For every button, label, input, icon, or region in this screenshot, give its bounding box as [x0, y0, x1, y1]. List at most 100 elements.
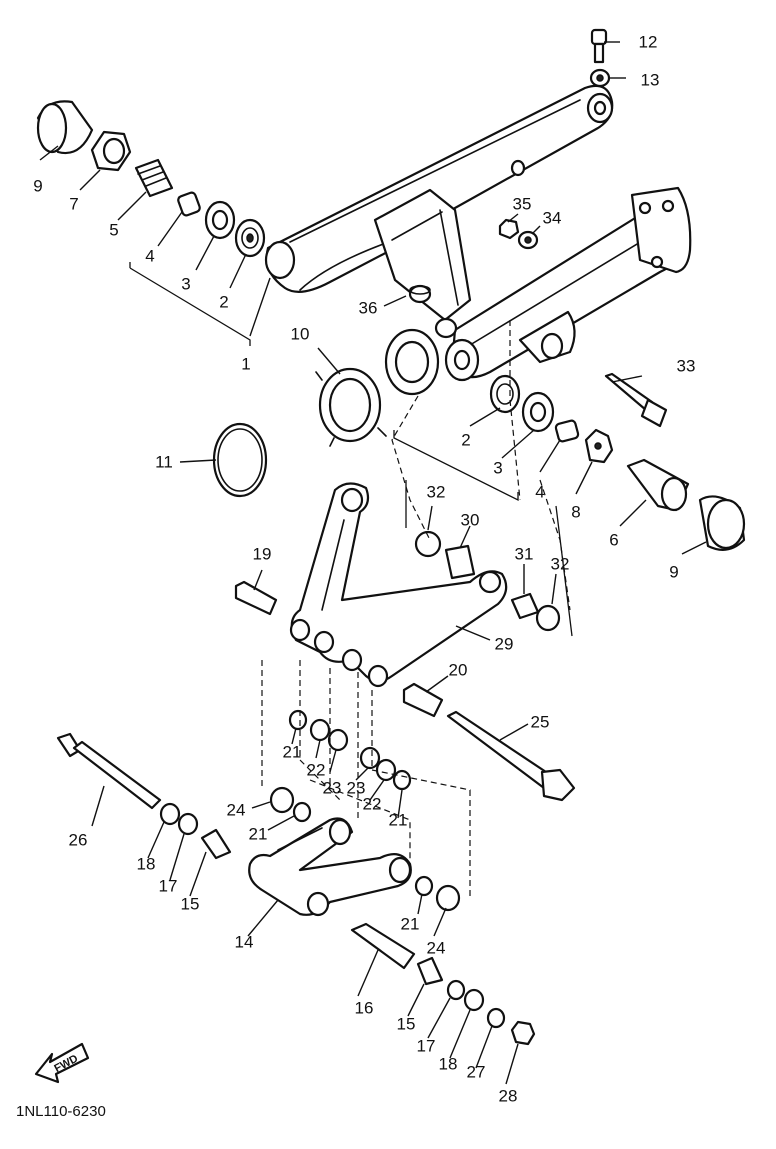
part-33-bolt [604, 372, 668, 428]
callout-22b: 22 [363, 795, 382, 814]
callout-21d: 21 [401, 915, 420, 934]
callout-15a: 15 [181, 895, 200, 914]
part-32-seal-a [414, 530, 442, 558]
fwd-label: FWD [52, 1053, 80, 1075]
callout-1: 1 [241, 355, 250, 374]
callout-4b: 4 [535, 483, 544, 502]
callout-2b: 2 [461, 431, 470, 450]
part-5-pivot-shaft [134, 158, 174, 198]
part-29-relay-arm [289, 482, 508, 688]
callout-27: 27 [467, 1063, 486, 1082]
part-19-collar [234, 580, 278, 616]
part-26-bolt [56, 732, 162, 810]
callout-5: 5 [109, 221, 118, 240]
part-30-collar [444, 544, 476, 580]
part-15-collar-b [416, 956, 444, 986]
part-10-seal-ring [384, 328, 440, 396]
part-21-collar-d [414, 875, 434, 897]
callout-3a: 3 [181, 275, 190, 294]
callout-23b: 23 [347, 779, 366, 798]
part-13-washer [589, 68, 611, 88]
part-11-ring [212, 422, 268, 498]
callout-9b: 9 [669, 563, 678, 582]
callout-14: 14 [235, 933, 254, 952]
callout-24a: 24 [227, 801, 246, 820]
callout-25: 25 [531, 713, 550, 732]
callout-3b: 3 [493, 459, 502, 478]
part-21-collar-c [292, 801, 312, 823]
part-4-collar-left [177, 191, 201, 217]
part-2-bearing-right [489, 374, 521, 414]
callout-19: 19 [253, 545, 272, 564]
callout-21b: 21 [389, 811, 408, 830]
callout-24b: 24 [427, 939, 446, 958]
callout-8: 8 [571, 503, 580, 522]
part-23-seal-a [327, 728, 349, 752]
callout-9a: 9 [33, 177, 42, 196]
callout-15b: 15 [397, 1015, 416, 1034]
part-24-bush-b [435, 884, 461, 912]
callout-labels: 1213975432135343610331123486932303132192… [33, 33, 695, 1106]
part-18-washer-a [159, 802, 181, 826]
callout-18b: 18 [439, 1055, 458, 1074]
callout-11: 11 [155, 453, 173, 472]
part-16-collar [350, 922, 416, 970]
callout-23a: 23 [323, 779, 342, 798]
part-7-nut [90, 130, 132, 172]
callout-2a: 2 [219, 293, 228, 312]
callout-31: 31 [515, 545, 534, 564]
part-3-oil-seal-left [204, 200, 236, 240]
part-20-collar [402, 682, 444, 718]
part-18-washer-b [463, 988, 485, 1012]
callout-6: 6 [609, 531, 618, 550]
callout-7: 7 [69, 195, 78, 214]
fwd-arrow-icon: FWD [34, 1042, 90, 1084]
callout-21a: 21 [283, 743, 302, 762]
part-9-cap-left [36, 100, 94, 155]
part-21-collar-a [288, 709, 308, 731]
part-25-bolt [446, 710, 576, 802]
part-2-bearing-left [234, 218, 266, 258]
part-22-seal-b [375, 758, 397, 782]
part-10-lock-nut [315, 367, 387, 447]
callout-4a: 4 [145, 247, 154, 266]
callout-35: 35 [513, 195, 532, 214]
callout-28: 28 [499, 1087, 518, 1106]
callout-30: 30 [461, 511, 480, 530]
part-24-bush-a [269, 786, 295, 814]
part-21-collar-b [392, 769, 412, 791]
callout-22a: 22 [307, 761, 326, 780]
part-22-seal-a [309, 718, 331, 742]
callout-17b: 17 [417, 1037, 436, 1056]
drawing-code: 1NL110-6230 [16, 1103, 106, 1120]
callout-29: 29 [495, 635, 514, 654]
part-31-collar [510, 592, 540, 620]
callout-18a: 18 [137, 855, 156, 874]
callout-20: 20 [449, 661, 468, 680]
callout-34: 34 [543, 209, 562, 228]
callout-33: 33 [677, 357, 696, 376]
part-6-pivot-shaft-right [626, 458, 690, 512]
leader-lines [39, 41, 707, 1085]
callout-36: 36 [359, 299, 378, 318]
callout-13: 13 [641, 71, 660, 90]
callout-17a: 17 [159, 877, 178, 896]
callout-32a: 32 [427, 483, 446, 502]
callout-10: 10 [291, 325, 310, 344]
part-34-washer [517, 230, 539, 250]
part-15-collar-a [200, 828, 232, 860]
part-32-seal-b [535, 604, 561, 632]
part-12-bolt [590, 28, 608, 64]
part-9-cap-right [698, 495, 746, 551]
swingarm [264, 84, 692, 382]
part-3-oil-seal-right [521, 391, 555, 433]
part-17-washer-a [177, 812, 199, 836]
part-4-collar-right [554, 419, 580, 443]
part-14-connecting-rod [248, 817, 412, 917]
part-27-washer [486, 1007, 506, 1029]
part-23-seal-b [359, 746, 381, 770]
part-17-washer-b [446, 979, 466, 1001]
callout-32b: 32 [551, 555, 570, 574]
